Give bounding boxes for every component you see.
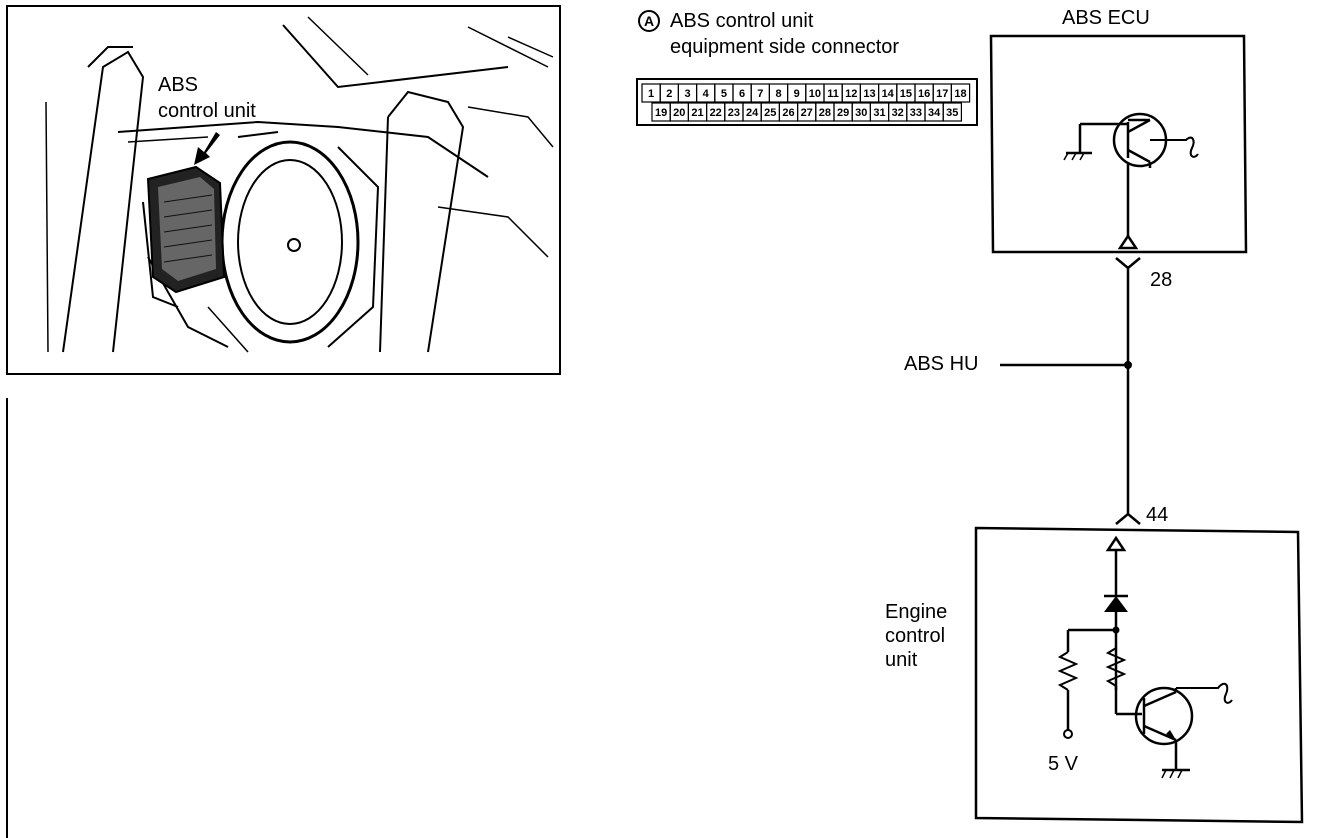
connector-pin-number: 27 — [801, 107, 813, 119]
connector-pin-number: 29 — [837, 107, 849, 119]
connector-pin-number: 14 — [882, 88, 895, 100]
connector-pin-number: 11 — [827, 88, 839, 100]
abs-control-unit-shape — [146, 165, 226, 294]
connector-pin-number: 26 — [782, 107, 794, 119]
connector-pin-number: 9 — [794, 88, 800, 100]
connector-pin-number: 1 — [648, 88, 654, 100]
abs-ecu-pin-number: 28 — [1150, 269, 1173, 291]
connector-pin-number: 33 — [910, 107, 922, 119]
ecm-label-line1: Engine — [885, 601, 948, 623]
connector-pin-number: 4 — [703, 88, 710, 100]
abs-ecu-box — [989, 34, 1248, 254]
junction-dot — [1124, 361, 1132, 369]
connector-title-line2: equipment side connector — [670, 36, 900, 58]
ecm-transistor-icon — [1134, 686, 1194, 746]
connector-pin-number: 12 — [845, 88, 857, 100]
connector-pin-number: 24 — [746, 107, 759, 119]
circle-a-marker-letter: A — [644, 13, 654, 29]
connector-pin-cell — [942, 102, 963, 122]
ecm-label-line2: control — [885, 625, 946, 647]
abs-ecu-label: ABS ECU — [1062, 7, 1150, 29]
connector-title-line1: ABS control unit — [670, 10, 814, 32]
connector-pin-number: 22 — [710, 107, 722, 119]
ecm-pin-number: 44 — [1146, 504, 1169, 526]
divider-line — [6, 398, 8, 838]
connector-pin-number: 17 — [936, 88, 948, 100]
connector-pin-number: 8 — [775, 88, 781, 100]
supply-voltage-label: 5 V — [1048, 753, 1079, 775]
connector-pin-number: 30 — [855, 107, 867, 119]
connector-pin-number: 21 — [691, 107, 703, 119]
connector-pin-number: 15 — [900, 88, 912, 100]
connector-pin-number: 2 — [666, 88, 672, 100]
connector-pin-number: 28 — [819, 107, 831, 119]
connector-pin-number: 10 — [809, 88, 821, 100]
connector-pin-number: 16 — [918, 88, 930, 100]
callout-abs: ABS — [158, 74, 199, 96]
abs-control-unit-location-illustration: ABS control unit — [6, 5, 561, 375]
connector-pin-number: 35 — [946, 107, 958, 119]
connector-pin-number: 3 — [684, 88, 690, 100]
abs-hu-label: ABS HU — [904, 353, 979, 375]
connector-pin-number: 23 — [728, 107, 740, 119]
diode-icon — [1104, 596, 1128, 612]
connector-pin-number: 31 — [873, 107, 885, 119]
supply-terminal-icon — [1063, 729, 1073, 739]
circle-a-marker-icon: A — [637, 9, 661, 33]
connector-pin-number: 18 — [954, 88, 966, 100]
connector-pin-number: 19 — [655, 107, 667, 119]
ecm-label-line3: unit — [885, 649, 918, 671]
connector-pin-number: 7 — [757, 88, 763, 100]
connector-pin-number: 13 — [863, 88, 875, 100]
junction-dot — [1112, 626, 1120, 634]
vehicle-interior-illustration — [45, 16, 554, 353]
pointer-arrow-icon — [194, 132, 220, 165]
connector-pin-number: 5 — [721, 88, 727, 100]
connector-pin-number: 25 — [764, 107, 776, 119]
connector-pin-cell — [950, 83, 971, 103]
callout-control-unit: control unit — [158, 100, 256, 122]
connector-pin-number: 34 — [928, 107, 941, 119]
connector-pin-number: 20 — [673, 107, 685, 119]
connector-pin-number: 6 — [739, 88, 745, 100]
connector-pin-number: 32 — [892, 107, 904, 119]
engine-control-unit-box — [974, 526, 1304, 824]
